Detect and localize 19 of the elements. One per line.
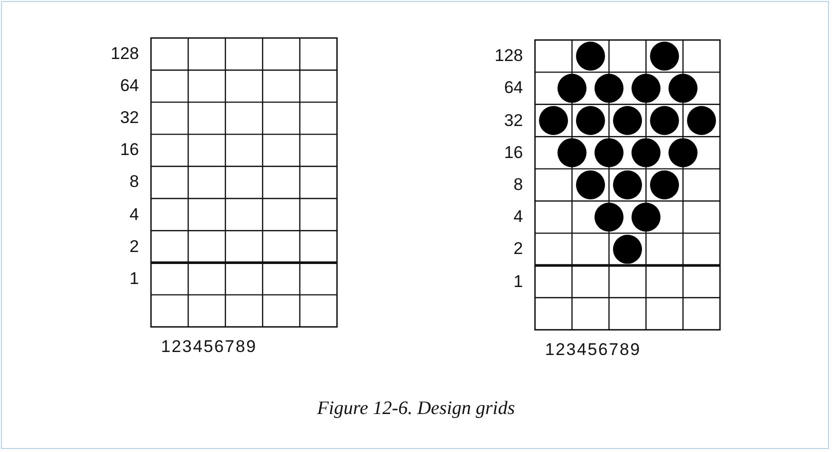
row-value-label: 32 [503,110,523,130]
row-value-label: 2 [128,236,139,257]
row-value-label: 128 [110,44,139,64]
figure-caption: Figure 12-6. Design grids [316,398,516,420]
row-value-label: 4 [128,204,139,225]
row-value-label: 4 [512,207,523,228]
row-value-label: 8 [512,174,523,195]
row-value-label: 1 [128,268,139,289]
row-value-label: 32 [119,108,139,128]
row-value-label: 8 [128,172,139,192]
row-value-label: 16 [119,140,139,160]
column-numbers: 123456789 [545,340,641,360]
column-numbers: 123456789 [161,336,257,357]
row-value-label: 2 [512,239,523,260]
row-value-label: 128 [494,46,523,66]
row-value-label: 16 [503,142,523,163]
row-value-label: 1 [512,272,523,292]
row-value-label: 64 [503,78,523,98]
row-value-label: 64 [119,76,139,96]
